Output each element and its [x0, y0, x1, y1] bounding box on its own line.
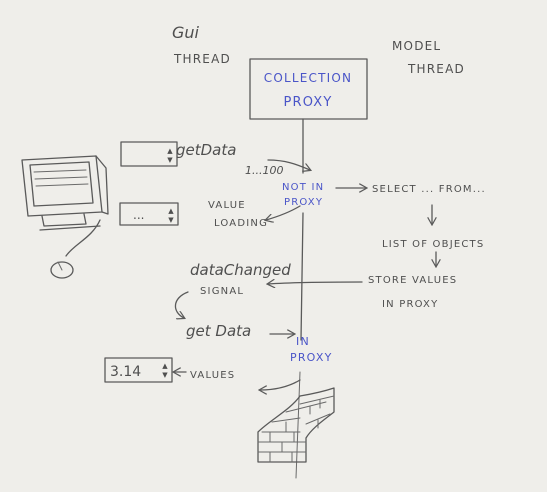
- value-loading-label-1: VALUE: [208, 200, 246, 211]
- not-in-proxy-label-1: NOT IN: [282, 182, 324, 193]
- timeline-middle: [300, 212, 304, 341]
- list-of-objects-label: LIST OF OBJECTS: [382, 239, 484, 250]
- spin-up-icon-3[interactable]: ▲: [162, 362, 168, 370]
- value-loading-label-2: LOADING: [214, 218, 268, 229]
- get-data-arrow: [267, 159, 310, 170]
- in-proxy-label-2: PROXY: [290, 351, 333, 364]
- brick-wall-icon: [257, 387, 335, 463]
- model-thread-header: MODEL THREAD: [392, 39, 465, 76]
- data-changed-label: dataChanged: [190, 261, 291, 279]
- not-in-proxy-label-2: PROXY: [284, 197, 323, 208]
- timeline-lower: [295, 371, 301, 479]
- get-data-2-label: get Data: [186, 322, 251, 340]
- value-loading-arrow: [266, 205, 301, 220]
- final-value: 3.14: [110, 364, 141, 380]
- spinbox-2[interactable]: ... ▲ ▼: [119, 202, 179, 226]
- collection-proxy-label-2: PROXY: [283, 95, 332, 110]
- select-from-label: SELECT ... FROM...: [372, 184, 486, 195]
- values-label: VALUES: [190, 370, 235, 381]
- get-data-range: 1...100: [245, 164, 283, 177]
- collection-proxy-label-1: COLLECTION: [264, 71, 352, 85]
- signal-curve-arrow: [174, 291, 189, 318]
- values-arrow: [260, 379, 301, 390]
- model-thread-subtitle: THREAD: [407, 62, 465, 76]
- get-data-label: getData: [176, 141, 236, 159]
- model-thread-title: MODEL: [392, 39, 441, 53]
- gui-thread-header: Gui THREAD: [172, 23, 231, 66]
- collection-proxy-frame: [249, 58, 368, 120]
- spin-down-icon-3[interactable]: ▼: [162, 371, 168, 379]
- collection-proxy-box: COLLECTION PROXY: [249, 58, 368, 120]
- gui-thread-title: Gui: [172, 23, 200, 42]
- signal-label: SIGNAL: [200, 286, 244, 297]
- gui-thread-subtitle: THREAD: [173, 52, 231, 66]
- spinbox-3[interactable]: 3.14 ▲ ▼: [104, 357, 173, 383]
- mouse-icon: [50, 261, 74, 279]
- spin-down-icon-2[interactable]: ▼: [168, 216, 174, 224]
- spinbox-1[interactable]: ▲ ▼: [120, 141, 178, 167]
- loading-value: ...: [133, 208, 144, 222]
- store-values-label-2: IN PROXY: [382, 299, 438, 310]
- in-proxy-label-1: IN: [296, 335, 310, 348]
- store-values-label-1: STORE VALUES: [368, 275, 457, 286]
- data-changed-arrow: [268, 282, 363, 284]
- spin-up-icon[interactable]: ▲: [167, 147, 173, 155]
- spin-down-icon[interactable]: ▼: [167, 156, 173, 164]
- computer-icon: [21, 155, 109, 279]
- spin-up-icon-2[interactable]: ▲: [168, 207, 174, 215]
